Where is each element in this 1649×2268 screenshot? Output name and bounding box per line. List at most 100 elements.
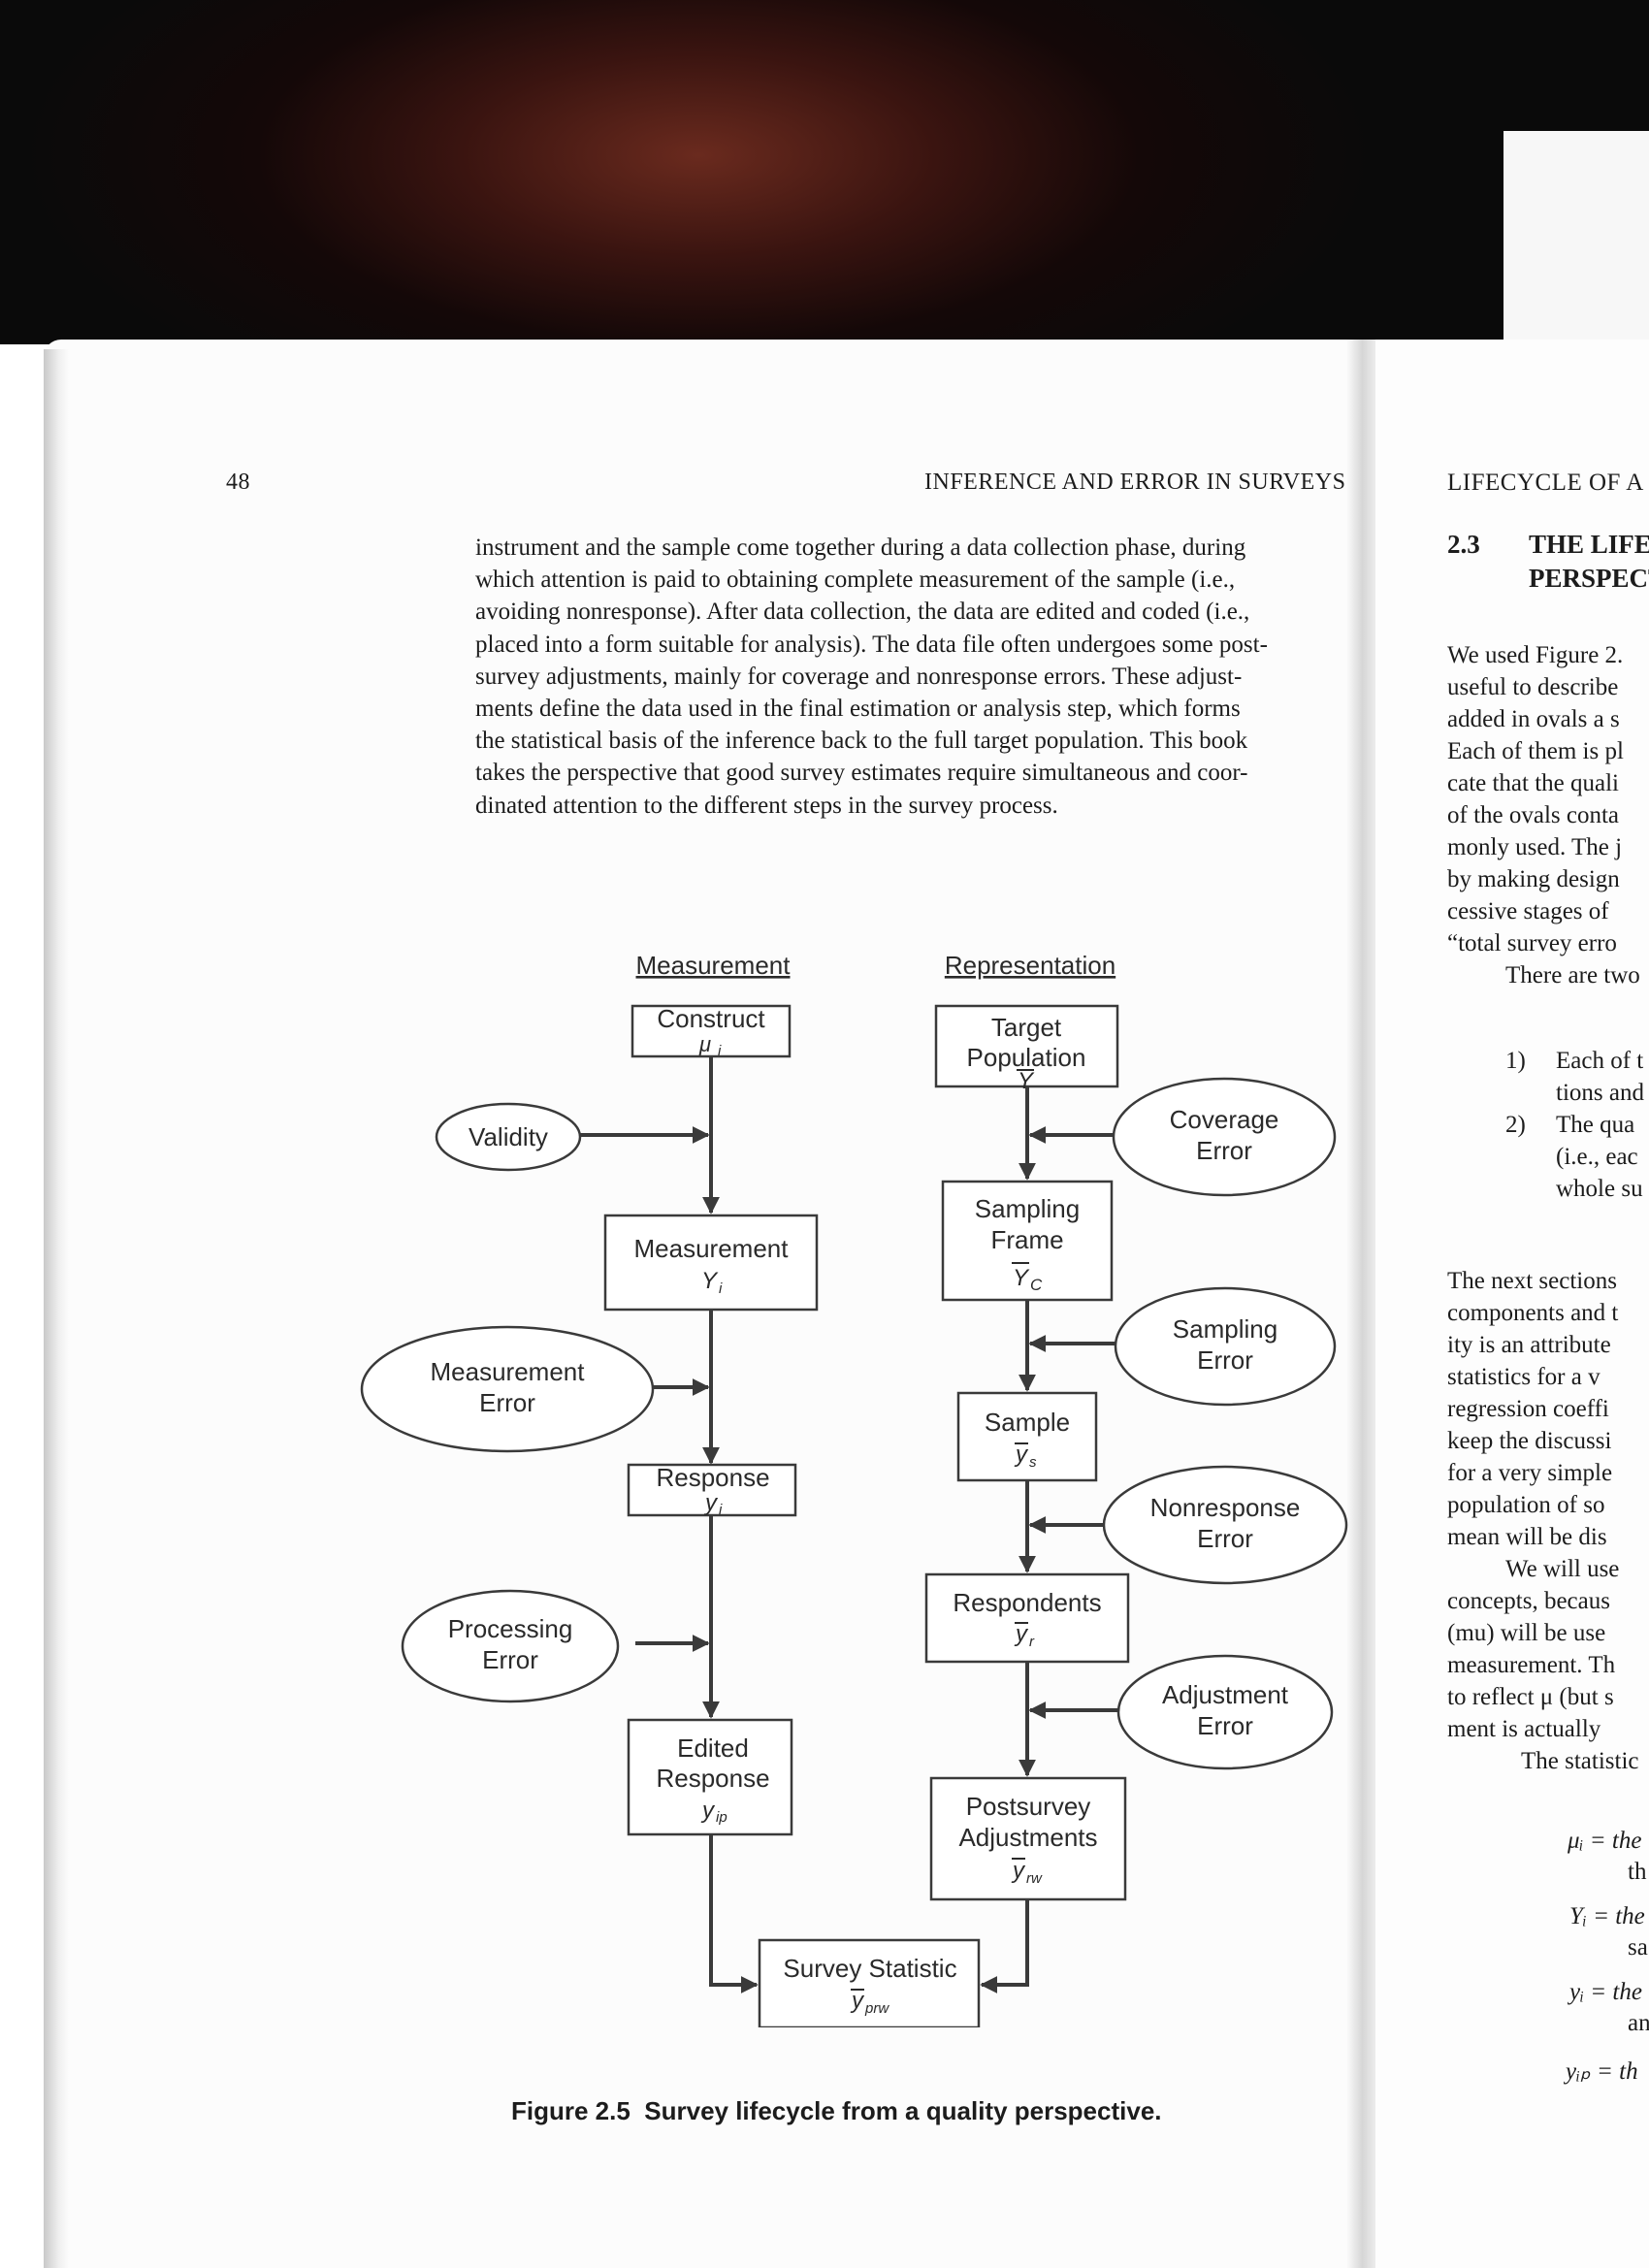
text-line: There are two (1505, 962, 1640, 989)
box-response: Response y i (629, 1463, 795, 1518)
section-number: 2.3 (1447, 530, 1480, 560)
text-line: The statistic (1521, 1748, 1639, 1775)
definition-line: th (1628, 1859, 1646, 1886)
text-line: regression coeffi (1447, 1396, 1609, 1423)
box-label: Sampling (975, 1194, 1080, 1223)
box-respondents: Respondents y r (926, 1574, 1128, 1662)
text-line: whole su (1556, 1176, 1643, 1203)
text-line: tions and (1556, 1080, 1644, 1107)
symbol-ybar: y (1011, 1858, 1026, 1884)
text-line: measurement. Th (1447, 1652, 1615, 1679)
oval-measurement-error: Measurement Error (362, 1327, 653, 1451)
box-label: Postsurvey (966, 1792, 1091, 1821)
right-running-head: LIFECYCLE OF A S (1447, 470, 1649, 497)
oval-label: Error (482, 1645, 538, 1674)
oval-adjustment-error: Adjustment Error (1118, 1656, 1332, 1768)
symbol-ybar: y (850, 1988, 865, 2014)
section-title: THE LIFE (1529, 530, 1649, 560)
left-page-edge (44, 349, 69, 2268)
oval-label: Coverage (1170, 1105, 1279, 1134)
symbol-Y: Y (701, 1268, 719, 1294)
list-number: 2) (1505, 1112, 1526, 1139)
oval-label: Nonresponse (1150, 1493, 1301, 1522)
text-line: of the ovals conta (1447, 802, 1619, 829)
text-line: to reflect μ (but s (1447, 1684, 1614, 1711)
text-line: by making design (1447, 866, 1620, 893)
text-line: We will use (1505, 1556, 1619, 1583)
text-line: (i.e., eac (1556, 1144, 1638, 1171)
text-line: We used Figure 2. (1447, 642, 1623, 669)
definition-line: an (1628, 2010, 1649, 2037)
symbol-ybar: y (1014, 1621, 1029, 1647)
definition-line: sa (1628, 1934, 1648, 1961)
oval-validity: Validity (436, 1104, 580, 1170)
text-line: for a very simple (1447, 1460, 1612, 1487)
definition-line: yᵢ = the (1569, 1979, 1642, 2006)
paragraph-line: instrument and the sample come together … (475, 532, 1268, 564)
right-page-top-shadow (1504, 131, 1649, 340)
header-representation: Representation (945, 951, 1116, 980)
right-page-text: LIFECYCLE OF A S 2.3 THE LIFE PERSPECT W… (1447, 470, 1649, 2268)
symbol-Ybar: Y (1018, 1068, 1035, 1094)
box-sample: Sample y s (958, 1393, 1096, 1480)
figure-caption: Figure 2.5 Survey lifecycle from a quali… (511, 2096, 1162, 2126)
oval-label: Validity (469, 1122, 548, 1151)
box-construct: Construct μ i (632, 1004, 790, 1059)
text-line: components and t (1447, 1300, 1618, 1327)
page-number: 48 (226, 470, 250, 496)
paragraph-line: which attention is paid to obtaining com… (475, 564, 1268, 596)
box-label: Construct (657, 1004, 765, 1033)
text-line: The next sections (1447, 1268, 1617, 1295)
box-edited-response: Edited Response y ip (629, 1720, 792, 1834)
text-line: added in ovals a s (1447, 706, 1620, 733)
text-line: cessive stages of (1447, 898, 1609, 925)
symbol-subscript: C (1030, 1276, 1043, 1294)
box-survey-statistic: Survey Statistic y prw (760, 1940, 979, 2027)
text-line: Each of t (1556, 1048, 1643, 1075)
oval-label: Adjustment (1162, 1680, 1289, 1709)
text-line: The qua (1556, 1112, 1634, 1139)
box-label: Edited (677, 1733, 749, 1763)
symbol-y: y (703, 1490, 719, 1516)
box-label: Response (656, 1764, 769, 1793)
symbol-y: y (700, 1798, 716, 1824)
text-line: useful to describe (1447, 674, 1618, 701)
scan-dark-background (0, 0, 1649, 344)
oval-label: Error (1197, 1524, 1253, 1553)
box-label: Sample (985, 1408, 1070, 1437)
text-line: “total survey erro (1447, 930, 1617, 957)
box-label: Response (656, 1463, 769, 1492)
symbol-ybar: y (1014, 1442, 1029, 1468)
oval-label: Error (1197, 1711, 1253, 1740)
text-line: ity is an attribute (1447, 1332, 1611, 1359)
oval-processing-error: Processing Error (403, 1591, 618, 1701)
running-head: INFERENCE AND ERROR IN SURVEYS (924, 470, 1345, 496)
symbol-Ybar: Y (1013, 1265, 1030, 1291)
symbol-subscript: prw (864, 2000, 889, 2017)
text-line: cate that the quali (1447, 770, 1619, 797)
oval-label: Error (1196, 1136, 1252, 1165)
box-label: Survey Statistic (783, 1954, 956, 1983)
definition-line: μᵢ = the (1568, 1828, 1641, 1855)
text-line: mean will be dis (1447, 1524, 1607, 1551)
definition-line: yᵢₚ = th (1566, 2057, 1638, 2086)
text-line: population of so (1447, 1492, 1605, 1519)
box-sampling-frame: Sampling Frame Y C (943, 1182, 1112, 1300)
oval-label: Processing (448, 1614, 573, 1643)
arrow-edited-to-statistic (711, 1834, 757, 1985)
box-label: Measurement (634, 1234, 790, 1263)
oval-coverage-error: Coverage Error (1114, 1079, 1335, 1195)
text-line: statistics for a v (1447, 1364, 1600, 1391)
arrow-postsurvey-to-statistic (982, 1899, 1027, 1985)
header-measurement: Measurement (636, 951, 792, 980)
symbol-subscript: ip (716, 1809, 728, 1826)
box-label: Frame (990, 1225, 1063, 1254)
text-line: Each of them is pl (1447, 738, 1624, 765)
symbol-mu: μ (698, 1032, 711, 1056)
symbol-subscript: s (1029, 1454, 1037, 1471)
box-label: Adjustments (958, 1823, 1097, 1852)
oval-label: Error (479, 1388, 535, 1417)
box-postsurvey-adjustments: Postsurvey Adjustments y rw (931, 1778, 1125, 1899)
box-label: Respondents (953, 1588, 1101, 1617)
text-line: ment is actually (1447, 1716, 1600, 1743)
